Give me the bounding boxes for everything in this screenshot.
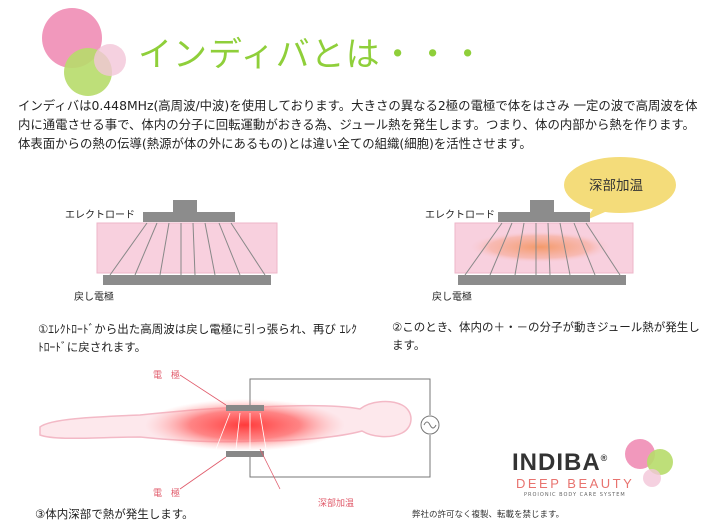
brand-name: INDIBA [512,449,601,476]
d1-electrode-label: エレクトロード [65,210,135,221]
decorative-circles [42,8,126,96]
d1-caption: ①ｴﾚｸﾄﾛｰﾄﾞから出た高周波は戻し電極に引っ張られ、再び ｴﾚｸﾄﾛｰﾄﾞに… [38,322,357,354]
brand-circle-light [643,469,661,487]
speech-bubble-tail [584,203,612,221]
copyright-notice: 弊社の許可なく複製、転載を禁じます。 [412,510,565,520]
d3-electrode-bottom [226,451,264,457]
d1-electrode-top [143,212,235,222]
body-heat-zone [145,399,345,451]
d2-heat-zone [468,231,612,263]
d3-caption: ③体内深部で熱が発生します。 [35,507,194,521]
d1-electrode-top-knob [173,200,197,212]
speech-bubble [564,157,676,221]
d1-field-arrows [109,222,266,276]
decorative-circle-light [94,44,126,76]
brand-logo: INDIBA® [512,449,608,477]
diagram-3-body [39,374,440,490]
circuit-wires [249,378,431,478]
d1-return-label: 戻し電極 [74,292,114,303]
d2-field-arrows [464,222,621,276]
brand-sub: DEEP BEAUTY [516,476,635,491]
brand-tagline: PROIONIC BODY CARE SYSTEM [524,492,626,498]
ac-wave [423,421,437,429]
label-pointers [179,374,281,490]
brand-registered: ® [600,453,609,463]
d2-electrode-top-knob [530,200,554,212]
d2-caption: ②このとき、体内の＋・－の分子が動きジュール熱が発生します。 [392,320,700,352]
d2-electrode-label: エレクトロード [425,210,495,221]
d3-field-arrows [215,412,267,450]
d3-deep-label: 深部加温 [318,499,355,509]
d1-electrode-bottom [103,275,271,285]
d3-electrode-bottom-label: 電 極 [153,489,181,499]
d3-electrode-top [226,405,264,411]
d2-return-label: 戻し電極 [432,292,472,303]
speech-bubble-shape [564,157,676,213]
d1-tissue [96,222,278,274]
page-title: インディバとは・・・ [138,35,486,75]
d2-electrode-bottom [458,275,626,285]
intro-text: インディバは0.448MHz(高周波/中波)を使用しております。大きさの異なる2… [18,98,698,151]
bubble-text: 深部加温 [589,178,643,194]
diagram-2 [454,200,634,285]
diagram-1 [96,200,278,285]
d2-electrode-top [498,212,590,222]
brand-circle-green [647,449,673,475]
d3-electrode-top-label: 電 極 [153,371,181,381]
brand-circles [625,439,673,487]
